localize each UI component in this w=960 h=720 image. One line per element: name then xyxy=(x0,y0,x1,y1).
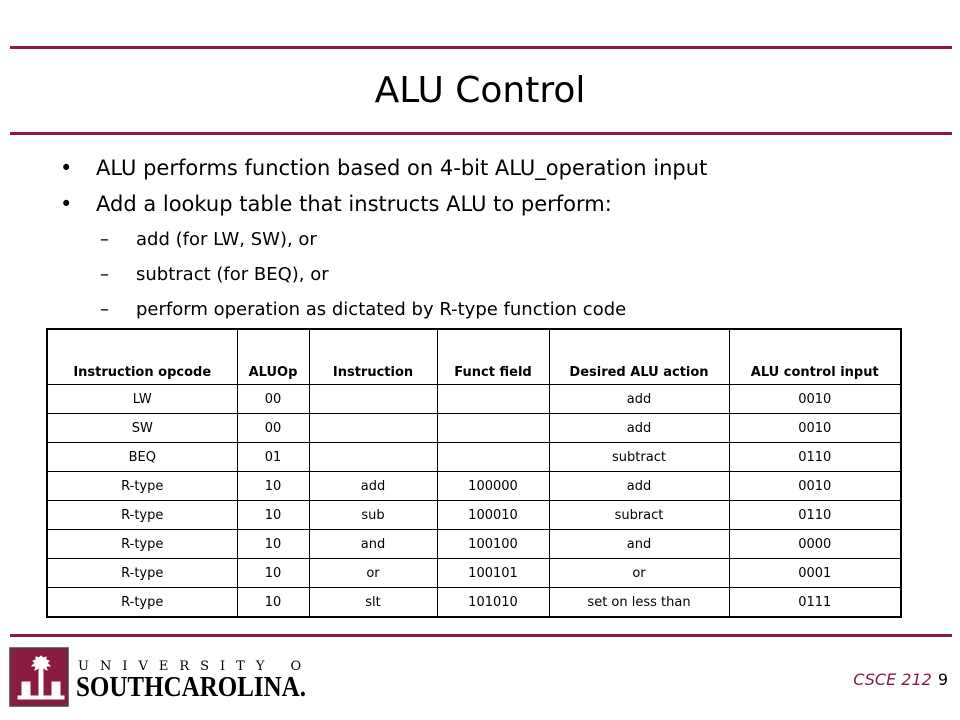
table-cell: 0110 xyxy=(728,442,902,472)
table-cell: R-type xyxy=(46,558,238,588)
table-cell: subract xyxy=(548,500,730,530)
table-cell: or xyxy=(548,558,730,588)
bullet-item: ALU performs function based on 4-bit ALU… xyxy=(60,150,920,186)
table-cell: slt xyxy=(308,587,438,618)
university-logo: UNIVERSITY OF SOUTHCAROLINA. xyxy=(9,647,308,707)
table-cell: add xyxy=(308,471,438,501)
table-cell xyxy=(436,442,550,472)
sub-bullet-item: add (for LW, SW), or xyxy=(100,222,920,257)
table-cell: set on less than xyxy=(548,587,730,618)
bullet-item: Add a lookup table that instructs ALU to… xyxy=(60,186,920,222)
sub-bullet-item: perform operation as dictated by R-type … xyxy=(100,292,920,327)
table-cell: 10 xyxy=(236,471,310,501)
table-cell xyxy=(308,384,438,414)
table-cell: BEQ xyxy=(46,442,238,472)
table-cell: 100101 xyxy=(436,558,550,588)
table-cell: 10 xyxy=(236,587,310,618)
title-rule xyxy=(10,132,952,135)
table-cell: 00 xyxy=(236,384,310,414)
table-cell: 00 xyxy=(236,413,310,443)
table-cell: 0001 xyxy=(728,558,902,588)
table-cell: add xyxy=(548,471,730,501)
course-label: CSCE 212 xyxy=(853,670,932,689)
sub-bullet-item: subtract (for BEQ), or xyxy=(100,257,920,292)
table-cell: add xyxy=(548,384,730,414)
table-cell: 10 xyxy=(236,529,310,559)
table-cell: 10 xyxy=(236,500,310,530)
page-number: 9 xyxy=(937,670,948,689)
table-cell: 0110 xyxy=(728,500,902,530)
header-instruction: Instruction xyxy=(308,328,438,385)
header-desired-alu-action: Desired ALU action xyxy=(548,328,730,385)
table-cell: 100010 xyxy=(436,500,550,530)
table-cell: 0000 xyxy=(728,529,902,559)
table-cell: R-type xyxy=(46,500,238,530)
table-cell: SW xyxy=(46,413,238,443)
table-cell xyxy=(436,413,550,443)
table-cell: 0010 xyxy=(728,413,902,443)
table-cell xyxy=(436,384,550,414)
table-cell: 01 xyxy=(236,442,310,472)
table-cell: LW xyxy=(46,384,238,414)
table-cell: R-type xyxy=(46,529,238,559)
alu-control-table: Instruction opcode ALUOp Instruction Fun… xyxy=(46,328,902,618)
table-cell: sub xyxy=(308,500,438,530)
header-instruction-opcode: Instruction opcode xyxy=(46,328,238,385)
logo-bottom-text: SOUTHCAROLINA. xyxy=(76,672,306,703)
logo-top-text: UNIVERSITY OF xyxy=(78,659,308,674)
table-cell: R-type xyxy=(46,587,238,618)
footer-rule xyxy=(10,634,952,637)
table-cell: R-type xyxy=(46,471,238,501)
header-aluop: ALUOp xyxy=(236,328,310,385)
table-cell xyxy=(308,442,438,472)
slide-title: ALU Control xyxy=(374,70,586,111)
table-cell: and xyxy=(548,529,730,559)
top-rule xyxy=(10,46,952,49)
table-header-row: Instruction opcode ALUOp Instruction Fun… xyxy=(46,328,902,385)
table-cell: and xyxy=(308,529,438,559)
slide-footer: CSCE 212 9 xyxy=(853,670,948,689)
bullet-list: ALU performs function based on 4-bit ALU… xyxy=(60,150,920,327)
table-cell xyxy=(308,413,438,443)
table-cell: 0111 xyxy=(728,587,902,618)
table-cell: 10 xyxy=(236,558,310,588)
header-alu-control-input: ALU control input xyxy=(728,328,902,385)
table-cell: subtract xyxy=(548,442,730,472)
table-cell: or xyxy=(308,558,438,588)
table-cell: 100000 xyxy=(436,471,550,501)
table-cell: 0010 xyxy=(728,384,902,414)
table-cell: 0010 xyxy=(728,471,902,501)
table-cell: add xyxy=(548,413,730,443)
table-cell: 100100 xyxy=(436,529,550,559)
table-cell: 101010 xyxy=(436,587,550,618)
header-funct-field: Funct field xyxy=(436,328,550,385)
